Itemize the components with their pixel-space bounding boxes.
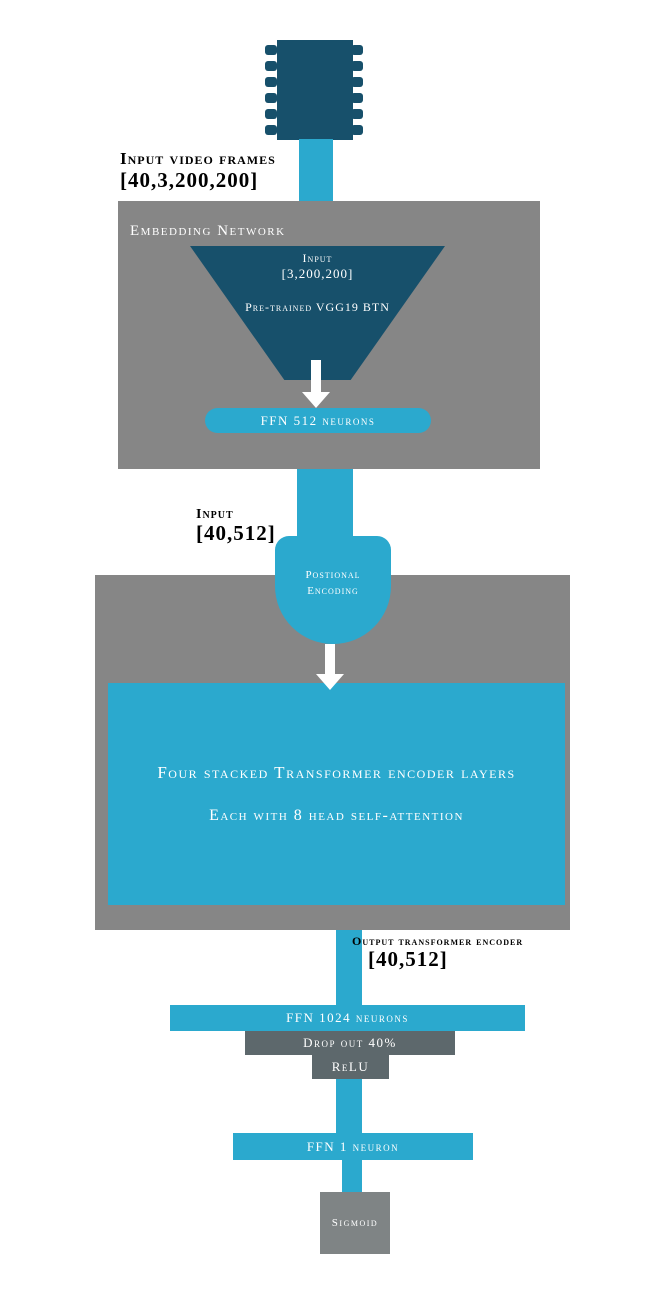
transformer-block-box: Four stacked Transformer encoder layers …: [95, 575, 570, 930]
ffn-512-pill: FFN 512 neurons: [205, 408, 431, 433]
embedding-network-title: Embedding Network: [130, 223, 286, 239]
connector-band-1: [299, 139, 333, 203]
input-video-label: Input video frames [40,3,200,200]: [120, 149, 276, 192]
dropout-bar: Drop out 40%: [245, 1031, 455, 1055]
sigmoid-box: Sigmoid: [320, 1192, 390, 1254]
pe-input-label-line1: Input: [196, 507, 234, 522]
relu-bar: ReLU: [312, 1055, 389, 1079]
input-video-label-line1: Input video frames: [120, 149, 276, 168]
trapezoid-input-label: Input: [302, 251, 333, 265]
transformer-encoder-box: Four stacked Transformer encoder layers …: [108, 683, 565, 905]
transformer-line1: Four stacked Transformer encoder layers: [157, 763, 516, 782]
trapezoid-backbone-label: Pre-trained VGG19 BTN: [245, 300, 390, 314]
transformer-line2: Each with 8 head self-attention: [209, 807, 464, 824]
trapezoid-input-shape: [3,200,200]: [281, 266, 354, 281]
positional-encoding-line2: Encoding: [307, 585, 359, 597]
connector-band-4: [342, 1159, 362, 1193]
film-strip-icon: [277, 40, 353, 140]
ffn-1-bar: FFN 1 neuron: [233, 1133, 473, 1160]
film-strip-left-sprockets: [265, 45, 277, 135]
pe-input-label: Input [40,512]: [196, 507, 276, 545]
film-strip-right-sprockets: [351, 45, 363, 135]
ffn-1024-bar: FFN 1024 neurons: [170, 1005, 525, 1031]
input-video-label-line2: [40,3,200,200]: [120, 167, 259, 192]
output-encoder-label-line2: [40,512]: [368, 947, 448, 972]
output-encoder-label: Output transformer encoder [40,512]: [352, 934, 524, 972]
pe-input-label-line2: [40,512]: [196, 521, 276, 546]
output-encoder-label-line1: Output transformer encoder: [352, 934, 524, 948]
positional-encoding-badge: Postional Encoding: [275, 536, 391, 644]
connector-band-2: [297, 468, 353, 548]
embedding-network-box: Embedding Network Input [3,200,200] Pre-…: [118, 201, 540, 469]
positional-encoding-line1: Postional: [305, 568, 361, 581]
